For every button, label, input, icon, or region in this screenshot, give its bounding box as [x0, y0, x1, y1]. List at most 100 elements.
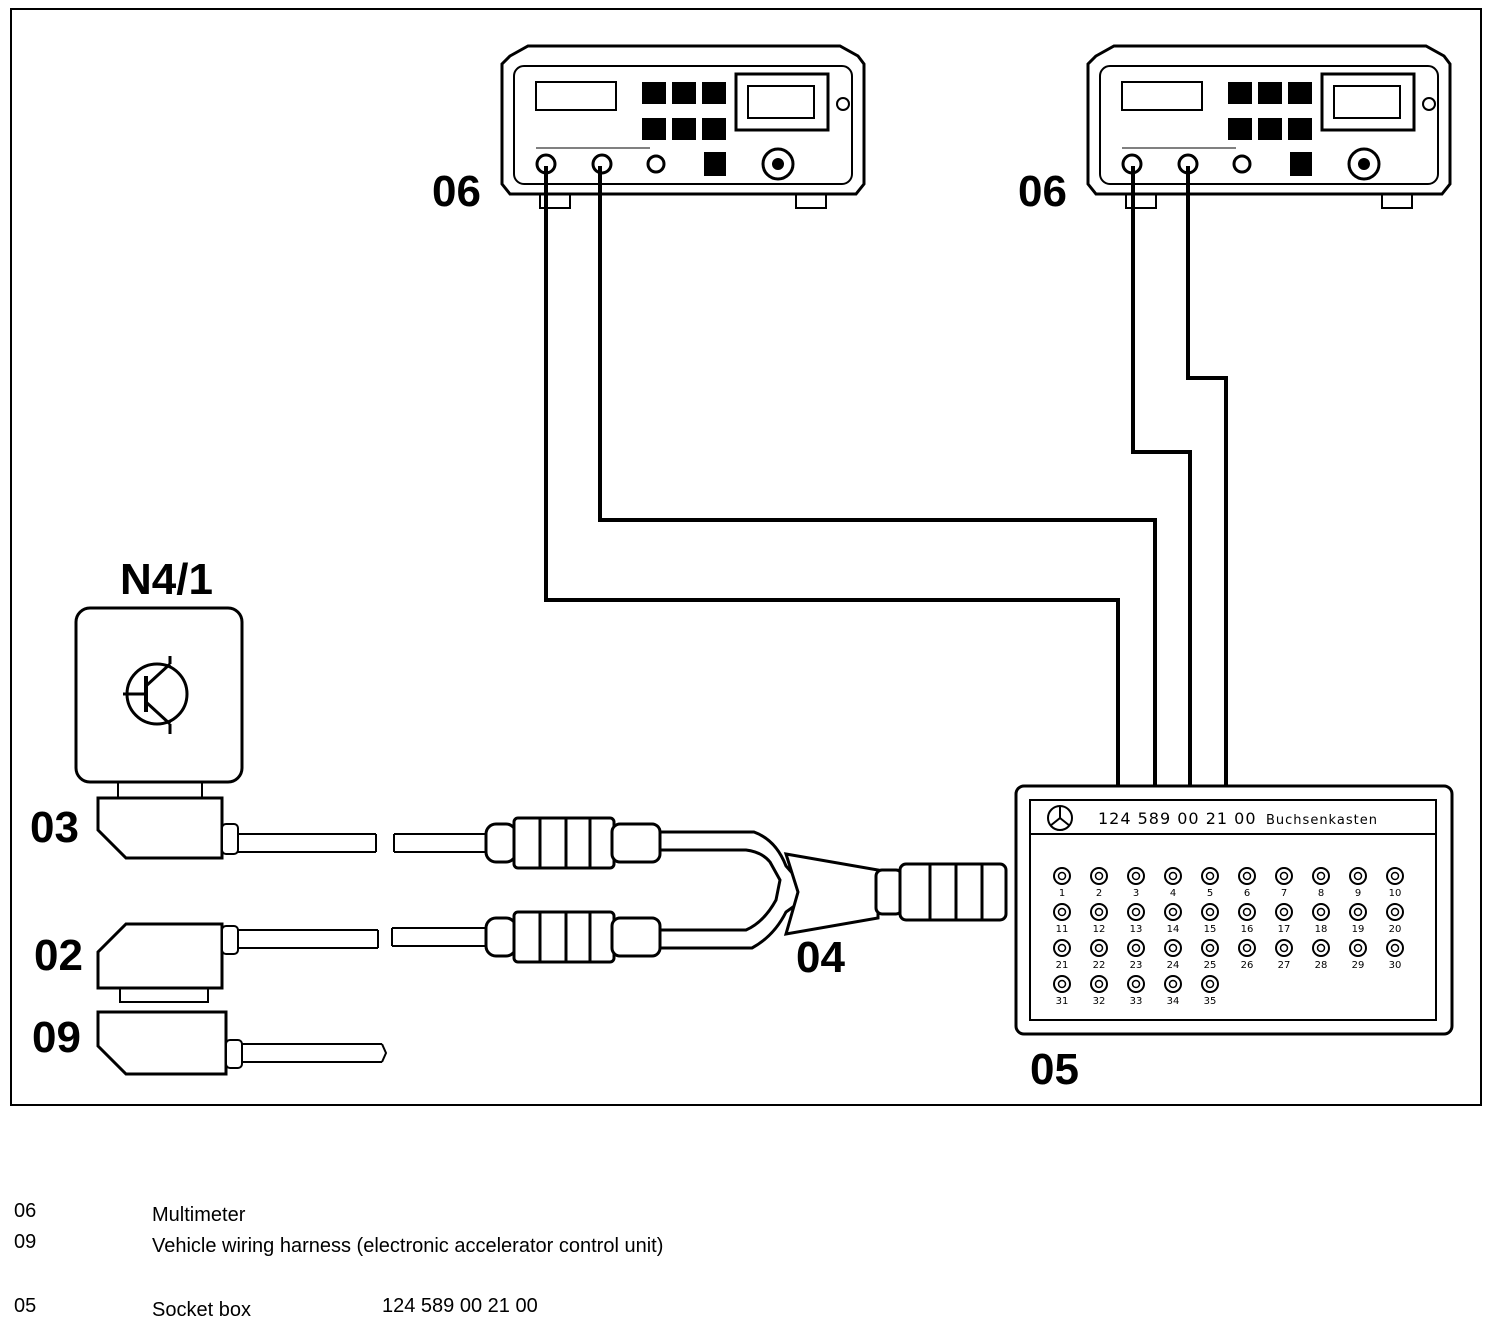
socket-label-14: 14: [1167, 924, 1180, 935]
socket-inner-35: [1205, 979, 1215, 989]
legend-row: 06 Multimeter: [14, 1200, 914, 1231]
socket-box-part-number: 124 589 00 21 00: [1098, 809, 1257, 828]
socket-label-32: 32: [1093, 996, 1106, 1007]
socket-label-28: 28: [1315, 960, 1328, 971]
label-03: 03: [30, 803, 79, 852]
connector-09: [96, 1010, 388, 1076]
socket-label-12: 12: [1093, 924, 1106, 935]
socket-label-8: 8: [1318, 888, 1324, 899]
socket-inner-12: [1094, 907, 1104, 917]
socket-label-25: 25: [1204, 960, 1217, 971]
socket-12: [1090, 903, 1108, 921]
legend-desc: Vehicle wiring harness (electronic accel…: [152, 1235, 664, 1257]
socket-25: [1201, 939, 1219, 957]
socket-inner-17: [1279, 907, 1289, 917]
socket-9: [1349, 867, 1367, 885]
socket-5: [1201, 867, 1219, 885]
socket-inner-20: [1390, 907, 1400, 917]
socket-inner-31: [1057, 979, 1067, 989]
socket-label-20: 20: [1389, 924, 1402, 935]
socket-inner-27: [1279, 943, 1289, 953]
socket-inner-15: [1205, 907, 1215, 917]
socket-27: [1275, 939, 1293, 957]
socket-label-21: 21: [1056, 960, 1069, 971]
socket-16: [1238, 903, 1256, 921]
socket-28: [1312, 939, 1330, 957]
socket-label-31: 31: [1056, 996, 1069, 1007]
socket-1: [1053, 867, 1071, 885]
label-04: 04: [796, 933, 845, 982]
socket-box-title: Buchsenkasten: [1266, 813, 1378, 828]
test-leads-left: [544, 166, 1157, 942]
socket-11: [1053, 903, 1071, 921]
legend-code: 06: [14, 1200, 37, 1222]
socket-inner-2: [1094, 871, 1104, 881]
socket-inner-3: [1131, 871, 1141, 881]
socket-label-7: 7: [1281, 888, 1287, 899]
socket-label-13: 13: [1130, 924, 1143, 935]
connector-02: [96, 922, 379, 1003]
socket-inner-32: [1094, 979, 1104, 989]
socket-33: [1127, 975, 1145, 993]
socket-label-33: 33: [1130, 996, 1143, 1007]
legend-code: 05: [14, 1295, 37, 1317]
socket-inner-18: [1316, 907, 1326, 917]
socket-20: [1386, 903, 1404, 921]
socket-label-35: 35: [1204, 996, 1217, 1007]
socket-label-15: 15: [1204, 924, 1217, 935]
socket-6: [1238, 867, 1256, 885]
socket-inner-29: [1353, 943, 1363, 953]
socket-label-24: 24: [1167, 960, 1180, 971]
label-06-left: 06: [432, 167, 481, 216]
socket-4: [1164, 867, 1182, 885]
socket-30: [1386, 939, 1404, 957]
socket-inner-14: [1168, 907, 1178, 917]
socket-inner-30: [1390, 943, 1400, 953]
socket-35: [1201, 975, 1219, 993]
socket-29: [1349, 939, 1367, 957]
socket-inner-19: [1353, 907, 1363, 917]
socket-inner-7: [1279, 871, 1289, 881]
legend-part-number: 124 589 00 21 00: [382, 1295, 538, 1317]
socket-inner-28: [1316, 943, 1326, 953]
socket-label-18: 18: [1315, 924, 1328, 935]
socket-inner-6: [1242, 871, 1252, 881]
socket-label-26: 26: [1241, 960, 1254, 971]
legend-desc: Socket box: [152, 1299, 251, 1321]
multimeter-right: [1086, 44, 1452, 209]
socket-label-11: 11: [1056, 924, 1069, 935]
adapter-cable-04: [391, 816, 1008, 964]
multimeter-left: [500, 44, 866, 209]
socket-inner-11: [1057, 907, 1067, 917]
test-connection-diagram: 124 589 00 21 00 Buchsenkasten 123456789…: [10, 8, 1482, 1106]
socket-8: [1312, 867, 1330, 885]
legend-desc: Multimeter: [152, 1204, 246, 1226]
socket-inner-16: [1242, 907, 1252, 917]
socket-2: [1090, 867, 1108, 885]
socket-label-22: 22: [1093, 960, 1106, 971]
socket-22: [1090, 939, 1108, 957]
socket-21: [1053, 939, 1071, 957]
socket-inner-33: [1131, 979, 1141, 989]
socket-label-6: 6: [1244, 888, 1250, 899]
socket-19: [1349, 903, 1367, 921]
socket-inner-21: [1057, 943, 1067, 953]
socket-label-30: 30: [1389, 960, 1402, 971]
socket-17: [1275, 903, 1293, 921]
socket-inner-8: [1316, 871, 1326, 881]
label-02: 02: [34, 931, 83, 980]
socket-14: [1164, 903, 1182, 921]
connector-03: [96, 796, 377, 860]
socket-inner-25: [1205, 943, 1215, 953]
socket-13: [1127, 903, 1145, 921]
socket-3: [1127, 867, 1145, 885]
legend-code: 09: [14, 1231, 37, 1253]
socket-label-23: 23: [1130, 960, 1143, 971]
socket-inner-10: [1390, 871, 1400, 881]
socket-inner-4: [1168, 871, 1178, 881]
legend: 06 Multimeter 09 Vehicle wiring harness …: [14, 1200, 914, 1326]
socket-label-10: 10: [1389, 888, 1402, 899]
socket-inner-26: [1242, 943, 1252, 953]
legend-row: 05 Socket box 124 589 00 21 00: [14, 1295, 914, 1326]
